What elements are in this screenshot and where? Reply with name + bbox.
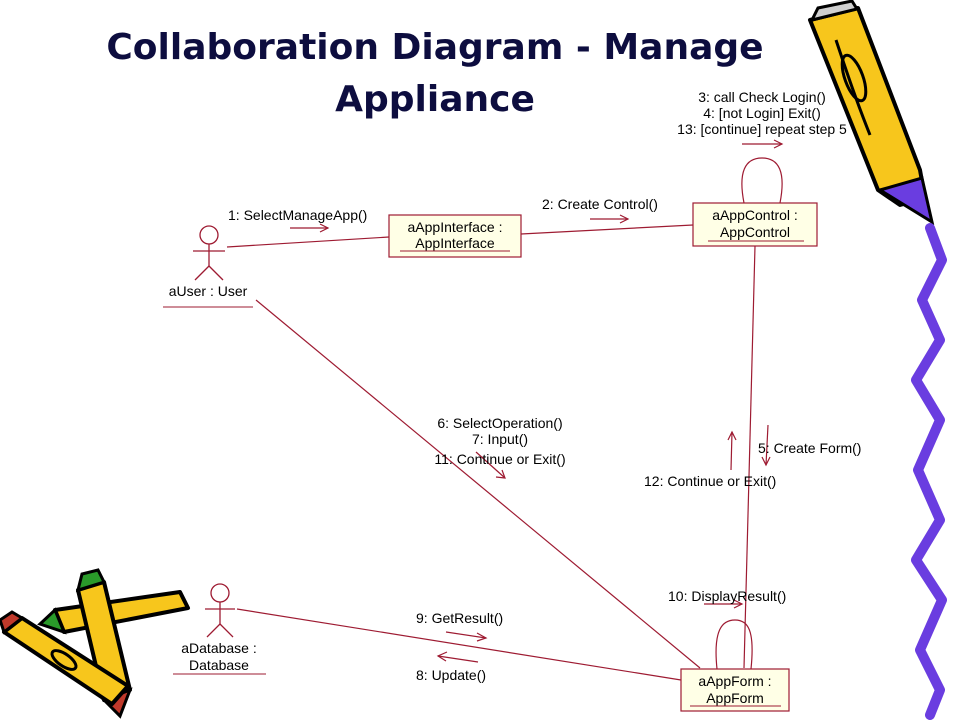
message-3: 3: call Check Login() bbox=[698, 89, 826, 105]
message-11: 11: Continue or Exit() bbox=[434, 451, 565, 467]
arrow-m3 bbox=[742, 139, 784, 149]
link-interface-control bbox=[520, 224, 694, 235]
message-6: 6: SelectOperation() bbox=[437, 415, 562, 431]
message-9: 9: GetResult() bbox=[416, 610, 503, 626]
arrow-m8 bbox=[436, 651, 479, 663]
message-2: 2: Create Control() bbox=[542, 196, 658, 212]
app-control-line2: AppControl bbox=[720, 224, 790, 240]
message-5: 5: Create Form() bbox=[758, 440, 861, 456]
arrow-m6 bbox=[475, 451, 506, 479]
app-interface-line1: aAppInterface : bbox=[408, 219, 503, 235]
user-actor-icon bbox=[193, 225, 225, 281]
message-7: 7: Input() bbox=[472, 431, 528, 447]
pencil-large-icon bbox=[808, 0, 947, 720]
arrow-m12 bbox=[727, 430, 737, 471]
arrow-m10 bbox=[704, 599, 744, 609]
database-actor-icon bbox=[205, 583, 235, 638]
object-app-interface: aAppInterface : AppInterface bbox=[388, 214, 522, 258]
object-app-form: aAppForm : AppForm bbox=[680, 668, 790, 712]
self-loop-control bbox=[741, 157, 783, 204]
pencils-small-icon bbox=[0, 568, 190, 719]
actor-database-line1: aDatabase : bbox=[181, 640, 257, 656]
link-user-form bbox=[255, 299, 701, 669]
arrow-m9 bbox=[445, 631, 488, 642]
message-12: 12: Continue or Exit() bbox=[644, 473, 776, 489]
arrow-m5 bbox=[761, 424, 771, 467]
object-app-control: aAppControl : AppControl bbox=[692, 202, 818, 247]
message-1: 1: SelectManageApp() bbox=[228, 207, 367, 223]
link-database-form bbox=[236, 608, 682, 681]
self-loop-form bbox=[715, 619, 753, 670]
message-13: 13: [continue] repeat step 5 bbox=[677, 121, 847, 137]
app-form-line1: aAppForm : bbox=[698, 673, 771, 689]
link-control-form bbox=[743, 245, 756, 669]
arrow-m2 bbox=[590, 214, 630, 224]
link-user-interface bbox=[226, 236, 390, 248]
actor-database-line2: Database bbox=[189, 657, 249, 673]
message-8: 8: Update() bbox=[416, 667, 486, 683]
app-form-line2: AppForm bbox=[706, 690, 764, 706]
arrow-m1 bbox=[290, 223, 330, 233]
message-4: 4: [not Login] Exit() bbox=[703, 105, 821, 121]
page-title: Collaboration Diagram - Manage Appliance bbox=[106, 27, 764, 120]
app-interface-line2: AppInterface bbox=[415, 235, 495, 251]
message-10: 10: DisplayResult() bbox=[668, 588, 786, 604]
app-control-line1: aAppControl : bbox=[712, 207, 798, 223]
actor-user-label: aUser : User bbox=[169, 283, 248, 299]
